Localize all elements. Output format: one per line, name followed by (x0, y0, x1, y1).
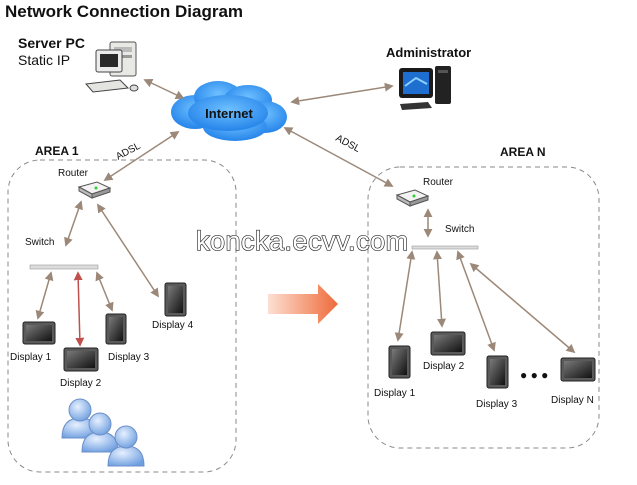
link-admin-internet (290, 82, 394, 106)
internet-cloud-icon (171, 81, 287, 141)
link-area1-switch-display2 (73, 271, 85, 347)
area-1-display-4-label: Display 4 (152, 320, 194, 331)
server-pc-icon (84, 41, 139, 93)
flow-arrow-icon (268, 284, 338, 324)
link-area1-router-switch (64, 200, 83, 247)
area-n-display-1-label: Display 1 (374, 388, 416, 399)
area-n-router-label: Router (423, 177, 454, 188)
link-arean-switch-displayn (469, 262, 576, 354)
area-n-display-3-icon (486, 355, 509, 389)
area-1-router-icon (77, 181, 112, 199)
area-1-display-4-icon (164, 282, 187, 317)
area-n-display-3-label: Display 3 (476, 399, 518, 410)
area-n-display-n-icon (560, 357, 596, 382)
users-group-icon (61, 398, 145, 467)
link-area1-switch-display3 (95, 271, 114, 312)
area-n-display-n-label: Display N (551, 395, 594, 406)
diagram-title: Network Connection Diagram (5, 2, 243, 21)
area-n-display-1-icon (388, 345, 411, 379)
administrator-label: Administrator (386, 45, 471, 60)
area-n-display-2-label: Display 2 (423, 361, 465, 372)
link-arean-switch-display1 (394, 250, 416, 342)
area-n-ellipsis: ● ● ● (520, 368, 548, 382)
link-arean-switch-display2 (432, 250, 447, 328)
area-1-label: AREA 1 (35, 144, 79, 158)
area-1-display-1-icon (22, 321, 56, 345)
area-1-display-3-label: Display 3 (108, 352, 150, 363)
area-1-switch-label: Switch (25, 237, 54, 248)
link-area1-router-display4 (97, 203, 159, 298)
server-static-ip-label: Static IP (18, 52, 70, 68)
area-n-switch-label: Switch (445, 224, 474, 235)
link-server-internet (143, 79, 185, 99)
area-1-display-2-label: Display 2 (60, 378, 102, 389)
area-1-router-label: Router (58, 168, 89, 179)
area-1-display-3-icon (105, 313, 127, 345)
area-1-switch-icon (29, 264, 99, 270)
link-area1-router-internet (103, 131, 180, 181)
area-1-display-2-icon (63, 347, 99, 372)
area-n-boundary (367, 166, 600, 449)
area-1-display-1-label: Display 1 (10, 352, 52, 363)
area-n-label: AREA N (500, 145, 546, 159)
administrator-pc-icon (399, 66, 451, 110)
internet-label: Internet (205, 106, 253, 121)
server-pc-label: Server PC (18, 35, 85, 51)
area-n-display-2-icon (430, 331, 466, 356)
area-n-router-icon (395, 189, 430, 207)
adsl-left-label: ADSL (114, 140, 143, 162)
adsl-right-label: ADSL (334, 133, 363, 155)
watermark-text: koncka.ecvv.com (196, 226, 409, 256)
area-n-switch-icon (411, 245, 479, 250)
link-arean-router-internet (283, 127, 394, 187)
link-area1-switch-display1 (35, 271, 54, 320)
